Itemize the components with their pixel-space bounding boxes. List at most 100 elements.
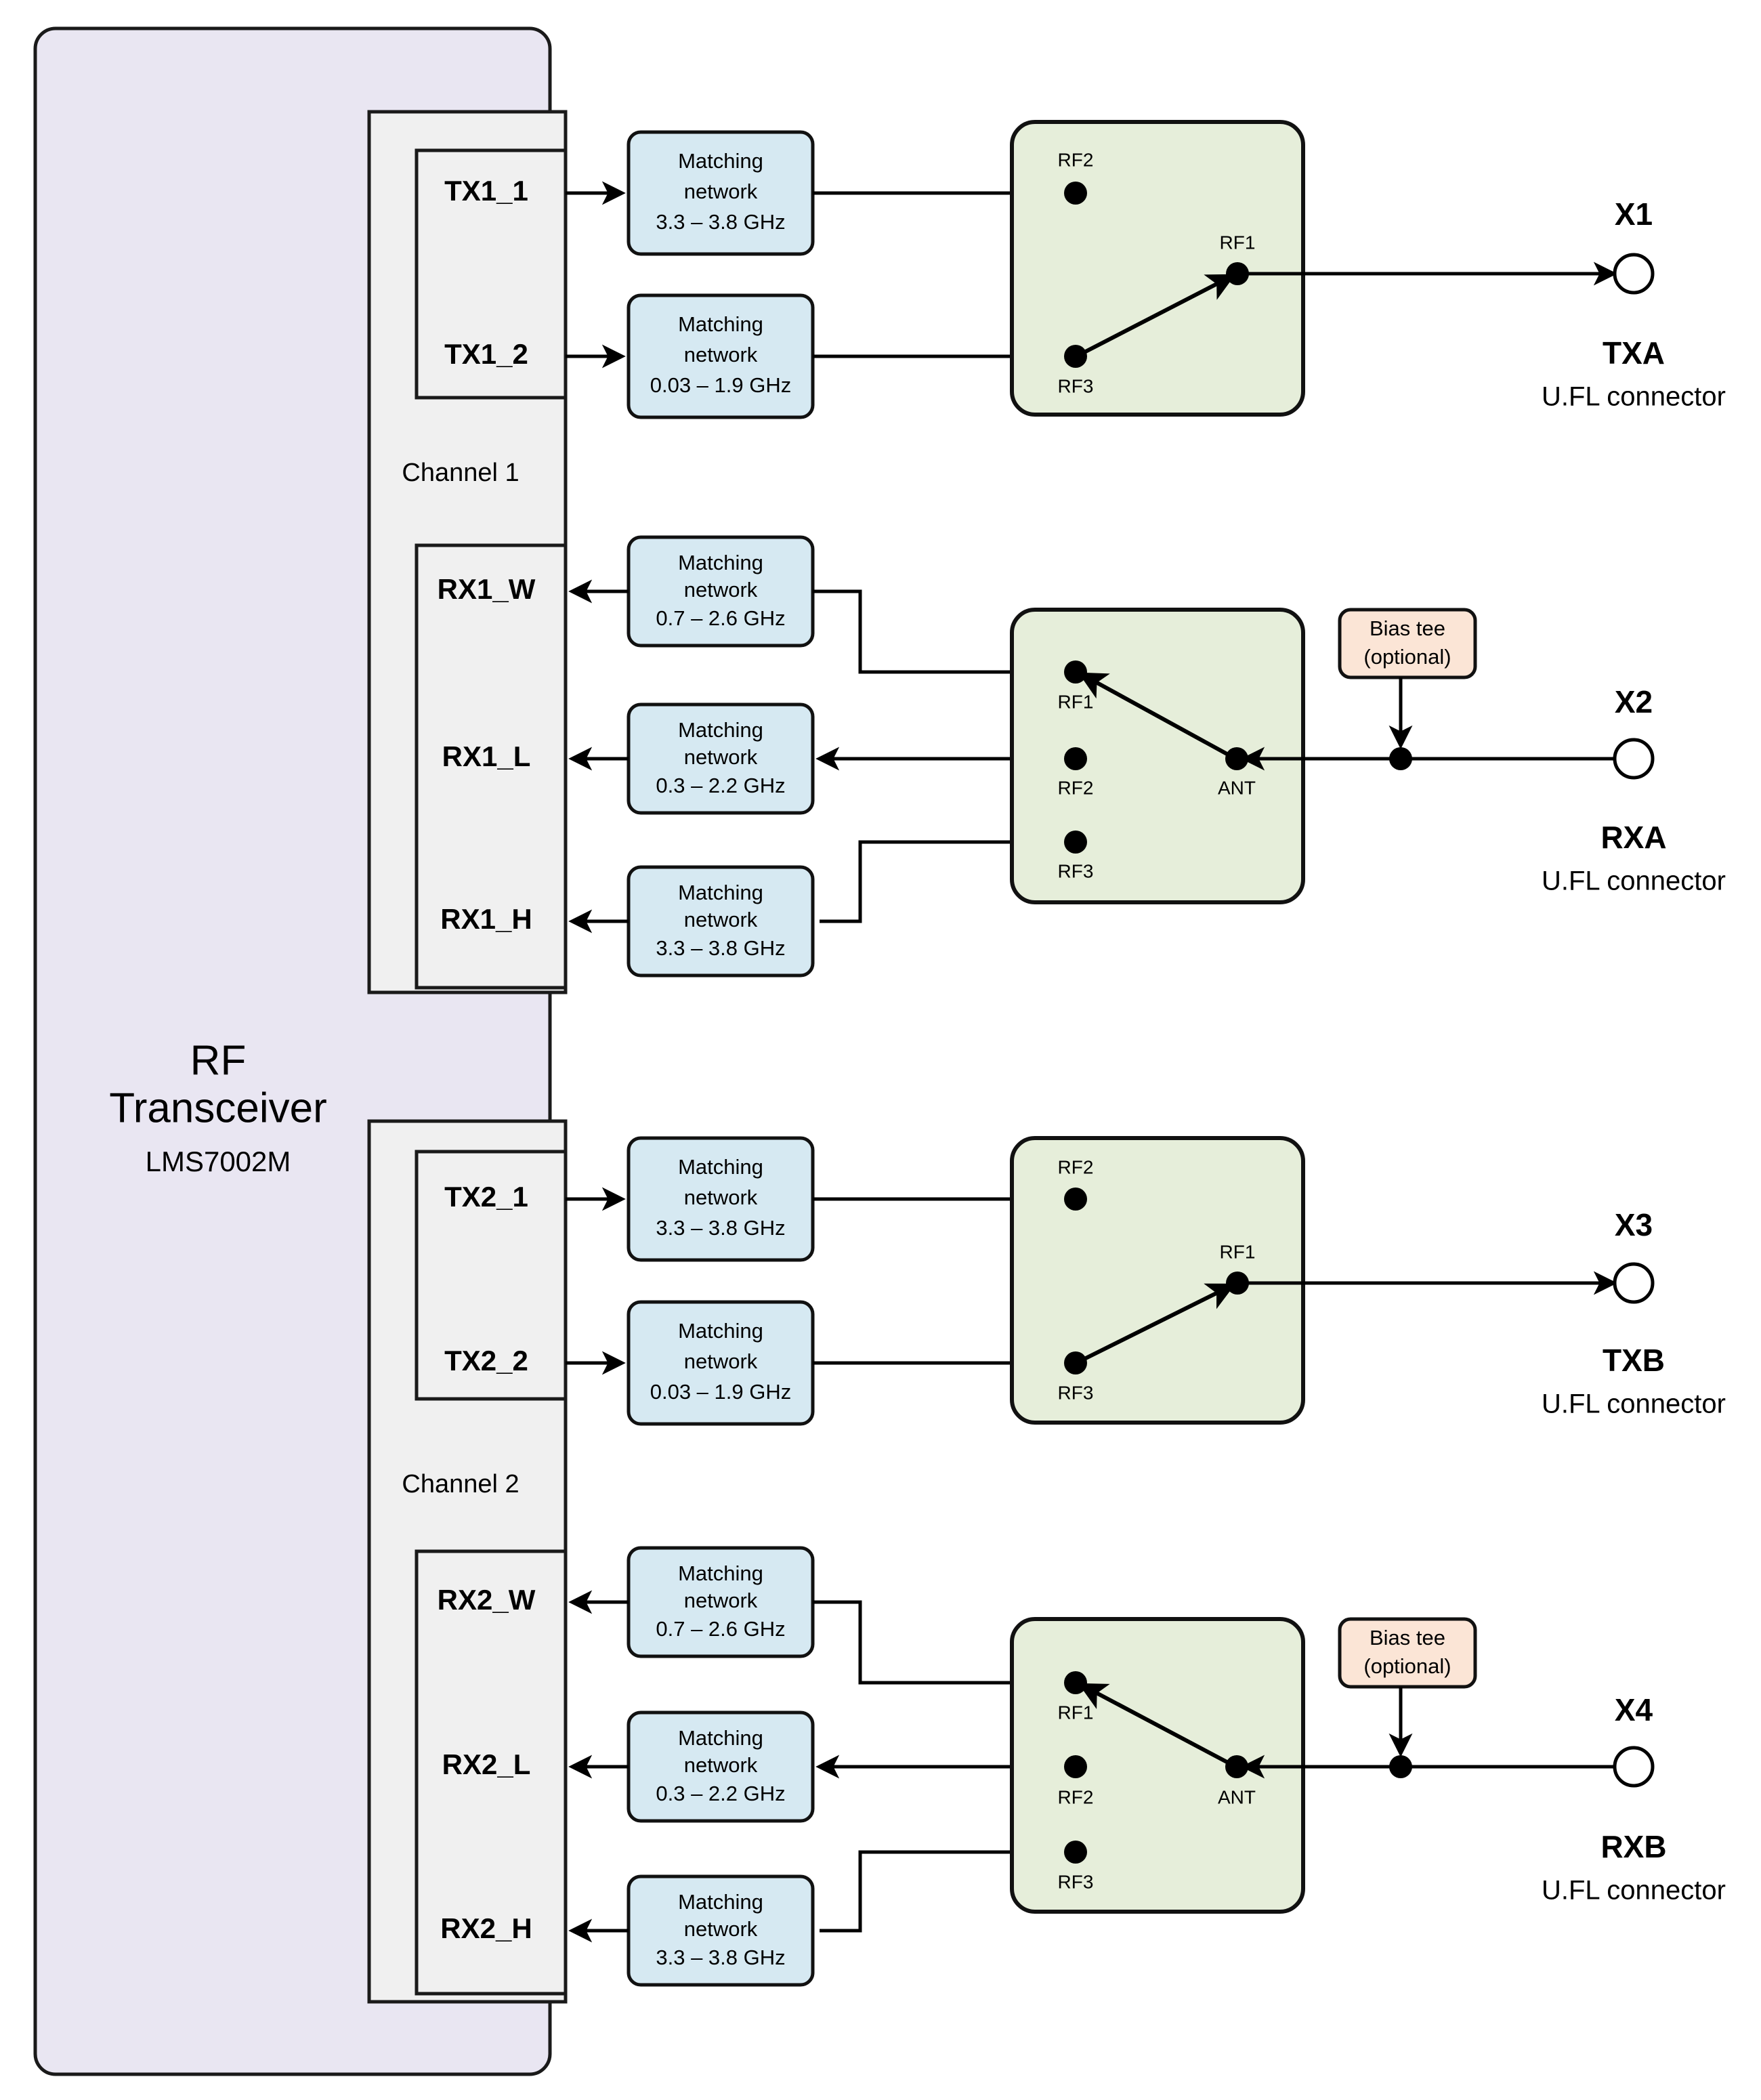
tx-switch-2-rf3-label: RF3	[1058, 1382, 1094, 1403]
tx-switch-channel-1	[1010, 120, 1305, 417]
bias-tee-1-line2: (optional)	[1363, 645, 1451, 669]
port-rx2-l: RX2_L	[442, 1748, 531, 1780]
mn-rx2-l-line1: Matching	[678, 1726, 763, 1750]
rx-switch-1-throw	[1078, 672, 1232, 758]
mn-rx2-w-line2: network	[684, 1589, 758, 1612]
connector-x2-name: RXA	[1600, 820, 1666, 855]
rx-switch-channel-1	[1010, 608, 1305, 904]
mn-rx2-w-range: 0.7 – 2.6 GHz	[656, 1617, 785, 1641]
tx-switch-2-rf1-label: RF1	[1220, 1241, 1256, 1262]
mn-tx2-high-range: 3.3 – 3.8 GHz	[656, 1216, 785, 1240]
mn-tx2-high-line2: network	[684, 1185, 758, 1209]
connector-x3-sub: U.FL connector	[1542, 1389, 1726, 1419]
mn-rx1-h-line1: Matching	[678, 881, 763, 904]
wire-rf1-to-mn-rx1-w	[813, 589, 1065, 674]
rx-switch-2-rf3-node	[1064, 1841, 1087, 1864]
rx-switch-2-throw	[1078, 1683, 1232, 1766]
port-tx1-1: TX1_1	[444, 175, 528, 207]
mn-rx2-l-range: 0.3 – 2.2 GHz	[656, 1782, 785, 1805]
rx1-port-group	[415, 543, 568, 990]
wire-rf3-to-mn-rx1-h	[820, 840, 1065, 923]
port-tx2-1: TX2_1	[444, 1181, 528, 1213]
rx-switch-2-rf1-label: RF1	[1058, 1702, 1094, 1723]
rx-switch-1-rf2-label: RF2	[1058, 777, 1094, 798]
mn-tx1-high-line1: Matching	[678, 149, 763, 173]
mn-rx2-l-line2: network	[684, 1753, 758, 1777]
connector-x3-name: TXB	[1603, 1343, 1665, 1378]
transceiver-title-2: Transceiver	[109, 1085, 327, 1131]
rx-switch-1-ant-node	[1225, 747, 1248, 770]
mn-tx2-low-range: 0.03 – 1.9 GHz	[650, 1380, 792, 1404]
rx-switch-1-ant-label: ANT	[1218, 777, 1256, 798]
tx-switch-channel-2	[1010, 1136, 1305, 1425]
port-tx1-2: TX1_2	[444, 338, 528, 370]
tx-switch-2-rf1-node	[1226, 1272, 1249, 1295]
mn-rx1-w-range: 0.7 – 2.6 GHz	[656, 606, 785, 630]
connector-x4-sub: U.FL connector	[1542, 1876, 1726, 1906]
connector-x1-name: TXA	[1603, 335, 1665, 371]
transceiver-title: RF	[190, 1037, 247, 1084]
connector-x4-id: X4	[1615, 1692, 1653, 1727]
mn-rx1-l-range: 0.3 – 2.2 GHz	[656, 774, 785, 797]
tx-switch-1-rf2-node	[1064, 182, 1087, 205]
rx-switch-2-ant-label: ANT	[1218, 1786, 1256, 1807]
bias-tee-channel-1	[1338, 608, 1477, 679]
rx-switch-2-rf2-label: RF2	[1058, 1786, 1094, 1807]
channel-2-label: Channel 2	[402, 1470, 519, 1498]
mn-rx1-h-range: 3.3 – 3.8 GHz	[656, 936, 785, 960]
mn-tx1-low-line1: Matching	[678, 312, 763, 336]
connector-x3-id: X3	[1615, 1207, 1653, 1242]
tx-switch-2-rf3-node	[1064, 1351, 1087, 1374]
connector-x2-sub: U.FL connector	[1542, 866, 1726, 896]
port-rx1-h: RX1_H	[440, 903, 532, 935]
bias-tee-1-line1: Bias tee	[1370, 616, 1445, 640]
rx-switch-1-rf2-node	[1064, 747, 1087, 770]
mn-rx2-h-range: 3.3 – 3.8 GHz	[656, 1946, 785, 1969]
mn-rx1-l-line2: network	[684, 745, 758, 769]
mn-tx2-high-line1: Matching	[678, 1155, 763, 1179]
tx-switch-1-throw	[1080, 274, 1236, 356]
bias-tee-2-junction-node	[1389, 1755, 1412, 1778]
rx-switch-2-rf1-node	[1064, 1671, 1087, 1694]
mn-rx1-w-line1: Matching	[678, 551, 763, 574]
rx-switch-1-rf3-label: RF3	[1058, 860, 1094, 881]
tx1-port-group	[415, 148, 568, 400]
bias-tee-1-junction-node	[1389, 747, 1412, 770]
bias-tee-channel-2	[1338, 1617, 1477, 1689]
mn-tx1-low-range: 0.03 – 1.9 GHz	[650, 373, 792, 397]
mn-tx1-high-line2: network	[684, 180, 758, 203]
port-rx1-l: RX1_L	[442, 740, 531, 772]
rx-switch-1-rf3-node	[1064, 831, 1087, 854]
mn-rx1-h-line2: network	[684, 908, 758, 931]
connector-x4[interactable]	[1613, 1746, 1655, 1788]
rx-switch-2-rf2-node	[1064, 1755, 1087, 1778]
mn-rx1-l-line1: Matching	[678, 718, 763, 742]
connector-x2[interactable]	[1613, 738, 1655, 780]
tx-switch-2-rf2-node	[1064, 1188, 1087, 1211]
bias-tee-2-line1: Bias tee	[1370, 1626, 1445, 1650]
mn-rx2-h-line1: Matching	[678, 1890, 763, 1914]
mn-rx2-h-line2: network	[684, 1917, 758, 1941]
tx-switch-1-rf1-label: RF1	[1220, 232, 1256, 253]
rx2-port-group	[415, 1549, 568, 1996]
wire-rf3-to-mn-rx2-h	[820, 1850, 1065, 1933]
tx2-port-group	[415, 1150, 568, 1401]
mn-tx1-low-line2: network	[684, 343, 758, 366]
port-tx2-2: TX2_2	[444, 1345, 528, 1377]
connector-x1-id: X1	[1615, 196, 1653, 232]
wire-rf1-to-mn-rx2-w	[813, 1600, 1065, 1685]
transceiver-subtitle: LMS7002M	[146, 1146, 291, 1177]
channel-1-label: Channel 1	[402, 459, 519, 487]
connector-x3[interactable]	[1613, 1262, 1655, 1304]
connector-x2-id: X2	[1615, 684, 1653, 719]
tx-switch-1-rf2-label: RF2	[1058, 149, 1094, 170]
connector-x4-name: RXB	[1600, 1829, 1666, 1864]
mn-tx1-high-range: 3.3 – 3.8 GHz	[656, 210, 785, 234]
tx-switch-2-throw	[1080, 1283, 1236, 1362]
tx-switch-1-rf3-node	[1064, 345, 1087, 368]
rx-switch-1-rf1-node	[1064, 660, 1087, 684]
connector-x1[interactable]	[1613, 253, 1655, 295]
rx-switch-1-rf1-label: RF1	[1058, 691, 1094, 712]
tx-switch-1-rf3-label: RF3	[1058, 375, 1094, 396]
